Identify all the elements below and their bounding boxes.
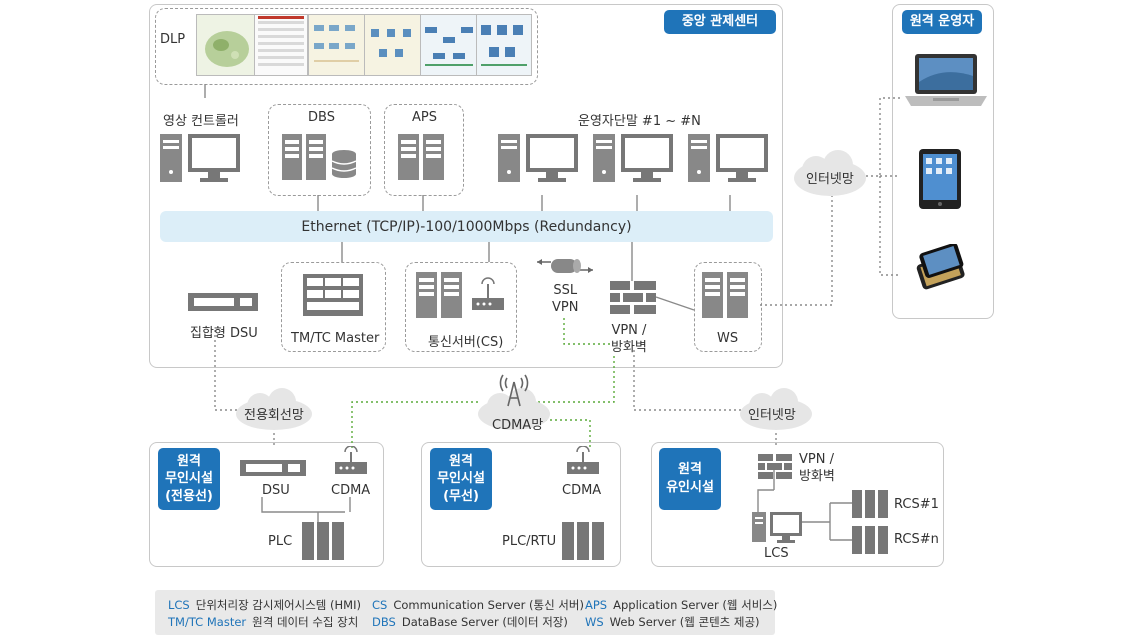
site-rcsn-label: RCS#n	[894, 532, 939, 547]
internet-cloud-bottom-icon	[740, 388, 812, 430]
leased-line-cloud-icon	[236, 388, 312, 430]
ssl-vpn-label-line2: VPN	[552, 299, 579, 315]
aps-servers-icon	[398, 134, 444, 180]
vpn-firewall-label: VPN / 방화벽	[611, 323, 647, 357]
comm-server-label: 통신서버(CS)	[428, 335, 504, 350]
site-leased-cdma-label: CDMA	[331, 483, 371, 498]
site-dsu-icon	[240, 460, 306, 476]
internet-cloud-top-icon	[794, 150, 866, 196]
site-wireless-cdma-label: CDMA	[562, 483, 602, 498]
vpn-firewall-label-line1: VPN /	[611, 323, 647, 338]
operator-terminal-1-icon	[498, 134, 578, 182]
remote-operator-title: 원격 운영자	[902, 10, 982, 34]
site-plc-label: PLC	[268, 534, 293, 549]
dlp-group	[155, 8, 538, 85]
ssl-vpn-label-line1: SSL	[553, 283, 578, 298]
dlp-screen-process-2	[364, 14, 422, 76]
cdma-network-label: CDMA망	[492, 418, 544, 433]
video-controller-label: 영상 컨트롤러	[163, 114, 239, 129]
site-lcs-label: LCS	[764, 546, 789, 561]
site-vpn-firewall-icon	[758, 454, 792, 479]
site-lcs-icon	[752, 512, 802, 543]
tmtc-master-icon	[303, 274, 363, 316]
laptop-icon	[905, 54, 987, 106]
integrated-dsu-label: 집합형 DSU	[190, 326, 258, 341]
video-controller-icon	[160, 134, 240, 182]
tablet-icon	[919, 149, 961, 209]
dlp-label: DLP	[160, 32, 186, 47]
dbs-label: DBS	[308, 110, 335, 125]
vpn-firewall-label-line2: 방화벽	[611, 339, 647, 355]
ws-group	[694, 262, 762, 352]
site-vpn-firewall-label-line2: 방화벽	[799, 468, 835, 484]
internet-cloud-top-label: 인터넷망	[806, 172, 854, 187]
vpn-firewall-icon	[610, 281, 656, 314]
cs-group	[405, 262, 517, 352]
comm-server-icon	[416, 272, 504, 318]
site-wireless-cdma-icon	[567, 446, 599, 474]
ssl-vpn-label: SSL VPN	[552, 283, 578, 317]
operator-terminals-label: 운영자단말 #1 ~ #N	[578, 114, 701, 129]
site-dsu-label: DSU	[262, 483, 290, 498]
aps-group	[384, 104, 464, 196]
dlp-screen-process-4	[476, 14, 532, 76]
dlp-screen-map	[196, 14, 256, 76]
internet-cloud-bottom-label: 인터넷망	[748, 408, 796, 423]
operator-terminal-2-icon	[593, 134, 673, 182]
ethernet-backbone: Ethernet (TCP/IP)-100/1000Mbps (Redundan…	[160, 211, 773, 242]
cdma-cloud-icon	[478, 374, 550, 430]
dlp-screen-process-3	[420, 14, 478, 76]
site-plc-icon	[302, 522, 344, 560]
central-control-title: 중앙 관제센터	[664, 10, 776, 34]
site-plcrtu-icon	[562, 522, 604, 560]
dlp-screen-process-1	[308, 14, 366, 76]
ws-label: WS	[717, 331, 739, 346]
integrated-dsu-icon	[188, 293, 258, 311]
site-rcsn-icon	[852, 526, 888, 554]
site-rcs1-icon	[852, 490, 888, 518]
smartphone-icon	[916, 244, 965, 290]
aps-label: APS	[412, 110, 437, 125]
dbs-group	[268, 104, 371, 196]
site-leased-cdma-icon	[335, 446, 367, 474]
tmtc-group	[281, 262, 386, 352]
ssl-vpn-icon	[537, 259, 593, 273]
tmtc-master-label: TM/TC Master	[291, 331, 380, 346]
site-plcrtu-label: PLC/RTU	[502, 534, 557, 549]
site-vpn-firewall-label: VPN / 방화벽	[799, 452, 835, 486]
dbs-servers-icon	[282, 134, 357, 180]
operator-terminal-n-icon	[688, 134, 768, 182]
ws-servers-icon	[702, 272, 748, 318]
dlp-screen-table	[254, 14, 308, 76]
site-rcs1-label: RCS#1	[894, 497, 939, 512]
site-vpn-firewall-label-line1: VPN /	[799, 452, 834, 467]
leased-line-label: 전용회선망	[244, 408, 304, 423]
